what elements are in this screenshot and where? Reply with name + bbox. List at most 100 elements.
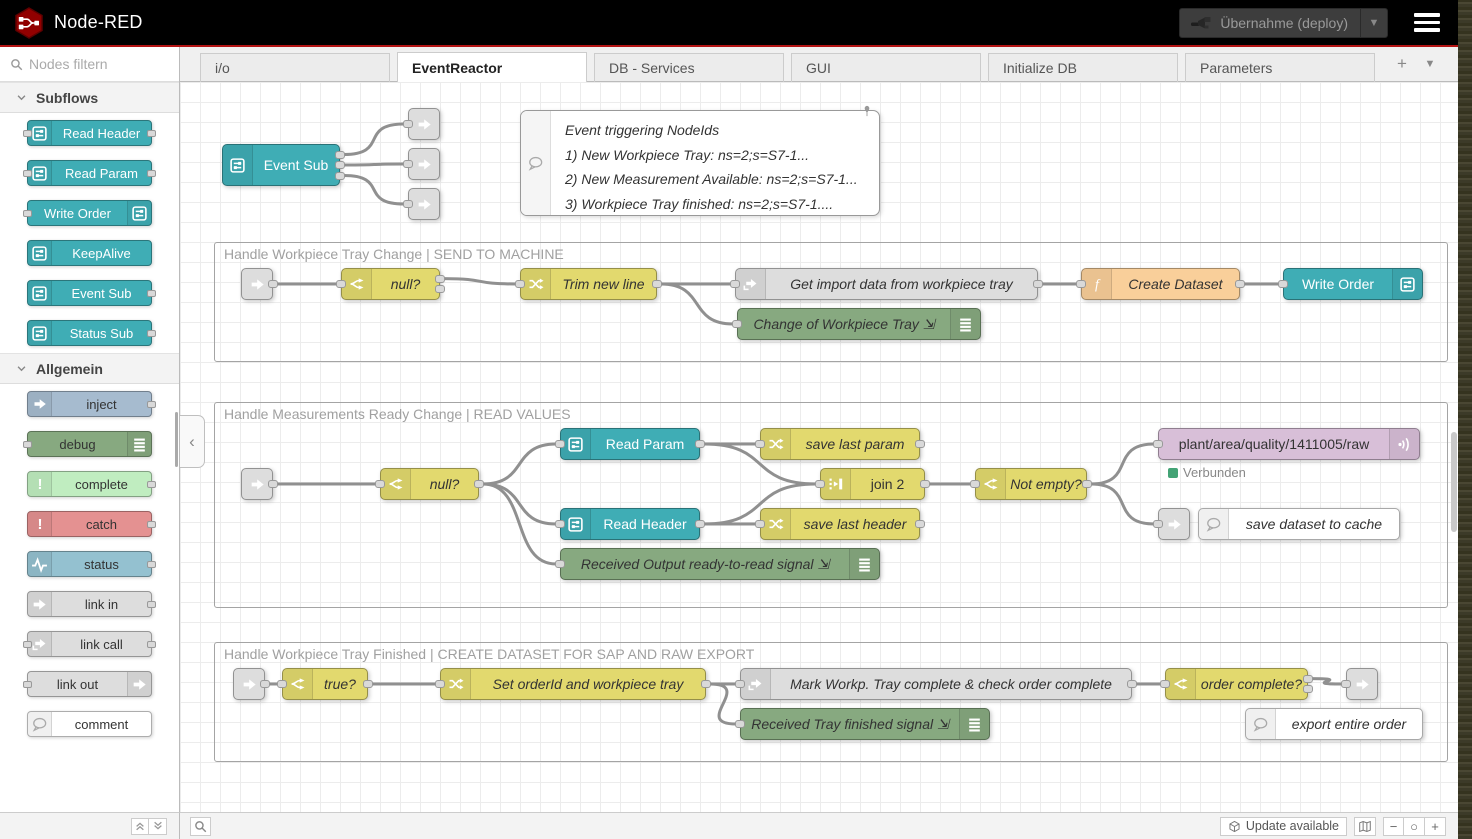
port-in[interactable] bbox=[970, 480, 980, 488]
port-in[interactable] bbox=[23, 441, 32, 448]
port-in[interactable] bbox=[375, 480, 385, 488]
node-g3-link-in[interactable] bbox=[233, 668, 270, 700]
node-g2-link-in[interactable] bbox=[241, 468, 278, 500]
port-out[interactable] bbox=[147, 561, 156, 568]
palette-node-read-header[interactable]: Read Header bbox=[23, 120, 156, 146]
port-in[interactable] bbox=[336, 280, 346, 288]
port-in[interactable] bbox=[555, 440, 565, 448]
tab-gui[interactable]: GUI bbox=[791, 53, 981, 82]
port-out[interactable] bbox=[1303, 685, 1313, 694]
group-create-dataset[interactable]: Handle Workpiece Tray Finished | CREATE … bbox=[214, 642, 1448, 762]
port-out[interactable] bbox=[1033, 280, 1043, 288]
port-out[interactable] bbox=[147, 641, 156, 648]
node-switch-not-empty[interactable]: Not empty? bbox=[970, 468, 1092, 500]
port-out[interactable] bbox=[695, 520, 705, 528]
port-in[interactable] bbox=[515, 280, 525, 288]
node-g1-change-trim[interactable]: Trim new line bbox=[515, 268, 662, 300]
node-subflow-read-header[interactable]: Read Header bbox=[555, 508, 705, 540]
node-g3-link-out[interactable] bbox=[1341, 668, 1378, 700]
flow-list-caret[interactable]: ▼ bbox=[1424, 58, 1436, 70]
node-g1-linkcall-get-import[interactable]: Get import data from workpiece tray bbox=[730, 268, 1043, 300]
node-g3-switch-true[interactable]: true? bbox=[277, 668, 373, 700]
port-in[interactable] bbox=[1076, 280, 1086, 288]
node-join-2[interactable]: join 2 bbox=[815, 468, 930, 500]
port-in[interactable] bbox=[23, 641, 32, 648]
port-in[interactable] bbox=[735, 720, 745, 728]
port-out[interactable] bbox=[1303, 674, 1313, 683]
node-g2-link-out[interactable] bbox=[1153, 508, 1190, 540]
node-mqtt-out-raw[interactable]: plant/area/quality/1411005/raw bbox=[1153, 428, 1420, 460]
port-out[interactable] bbox=[147, 481, 156, 488]
tab-parameters[interactable]: Parameters bbox=[1185, 53, 1375, 82]
port-in[interactable] bbox=[555, 560, 565, 568]
port-out[interactable] bbox=[915, 520, 925, 528]
add-flow-button[interactable]: + bbox=[1397, 54, 1407, 73]
port-out[interactable] bbox=[147, 401, 156, 408]
palette-search[interactable] bbox=[0, 47, 179, 82]
node-g2-switch-null[interactable]: null? bbox=[375, 468, 484, 500]
node-g3-debug-received-tray[interactable]: Received Tray finished signal ⇲ bbox=[735, 708, 990, 740]
port-out[interactable] bbox=[1127, 680, 1137, 688]
port-out[interactable] bbox=[695, 440, 705, 448]
port-in[interactable] bbox=[1153, 440, 1163, 448]
port-in[interactable] bbox=[730, 280, 740, 288]
zoom-in-button[interactable]: + bbox=[1425, 816, 1446, 836]
node-change-save-last-param[interactable]: save last param bbox=[755, 428, 925, 460]
node-g1-link-in[interactable] bbox=[241, 268, 278, 300]
palette-node-link-in[interactable]: link in bbox=[27, 591, 156, 617]
port-out[interactable] bbox=[147, 290, 156, 297]
port-out[interactable] bbox=[147, 601, 156, 608]
palette-node-complete[interactable]: !complete bbox=[27, 471, 156, 497]
collapse-all-button[interactable] bbox=[131, 817, 149, 835]
node-g3-change-set-orderid[interactable]: Set orderId and workpiece tray bbox=[435, 668, 711, 700]
tab-i-o[interactable]: i/o bbox=[200, 53, 390, 82]
port-in[interactable] bbox=[1341, 680, 1351, 688]
port-out[interactable] bbox=[1082, 480, 1092, 488]
palette-search-input[interactable] bbox=[29, 56, 159, 72]
node-subflow-read-param[interactable]: Read Param bbox=[555, 428, 705, 460]
port-in[interactable] bbox=[755, 440, 765, 448]
deploy-options-caret[interactable]: ▼ bbox=[1368, 16, 1380, 29]
port-in[interactable] bbox=[403, 200, 413, 208]
port-out[interactable] bbox=[147, 521, 156, 528]
palette-node-keepalive[interactable]: KeepAlive bbox=[27, 240, 152, 266]
palette-category-subflows[interactable]: Subflows bbox=[0, 82, 179, 113]
wire[interactable] bbox=[343, 174, 405, 206]
port-in[interactable] bbox=[23, 210, 32, 217]
port-out[interactable] bbox=[335, 161, 345, 169]
port-in[interactable] bbox=[23, 130, 32, 137]
palette-category-allgemein[interactable]: Allgemein bbox=[0, 353, 179, 384]
port-in[interactable] bbox=[815, 480, 825, 488]
node-link-out-top-2[interactable] bbox=[403, 148, 440, 180]
zoom-reset-button[interactable]: ○ bbox=[1404, 816, 1425, 836]
group-read-values[interactable]: Handle Measurements Ready Change | READ … bbox=[214, 402, 1448, 608]
toggle-navigator-button[interactable] bbox=[1354, 816, 1376, 836]
node-g1-subflow-write-order[interactable]: Write Order bbox=[1278, 268, 1423, 300]
node-link-out-top-3[interactable] bbox=[403, 188, 440, 220]
node-g1-debug-change-tray[interactable]: Change of Workpiece Tray ⇲ bbox=[732, 308, 981, 340]
port-in[interactable] bbox=[555, 520, 565, 528]
tab-eventreactor[interactable]: EventReactor bbox=[397, 52, 587, 82]
tab-initialize-db[interactable]: Initialize DB bbox=[988, 53, 1178, 82]
port-in[interactable] bbox=[23, 681, 32, 688]
palette-node-catch[interactable]: !catch bbox=[27, 511, 156, 537]
palette-node-event-sub[interactable]: Event Sub bbox=[27, 280, 156, 306]
zoom-out-button[interactable]: − bbox=[1383, 816, 1404, 836]
port-in[interactable] bbox=[277, 680, 287, 688]
port-in[interactable] bbox=[403, 120, 413, 128]
wire[interactable] bbox=[343, 162, 405, 167]
tab-db-services[interactable]: DB - Services bbox=[594, 53, 784, 82]
port-out[interactable] bbox=[435, 274, 445, 283]
node-comment-save-dataset[interactable]: save dataset to cache bbox=[1198, 508, 1400, 540]
port-out[interactable] bbox=[920, 480, 930, 488]
node-event-sub[interactable]: Event Sub bbox=[222, 144, 345, 186]
port-out[interactable] bbox=[147, 170, 156, 177]
deploy-button[interactable]: Übernahme (deploy) ▼ bbox=[1179, 7, 1388, 38]
node-link-out-top-1[interactable] bbox=[403, 108, 440, 140]
port-out[interactable] bbox=[147, 130, 156, 137]
group-send-to-machine[interactable]: Handle Workpiece Tray Change | SEND TO M… bbox=[214, 242, 1448, 362]
port-in[interactable] bbox=[755, 520, 765, 528]
palette-node-debug[interactable]: debug bbox=[23, 431, 152, 457]
